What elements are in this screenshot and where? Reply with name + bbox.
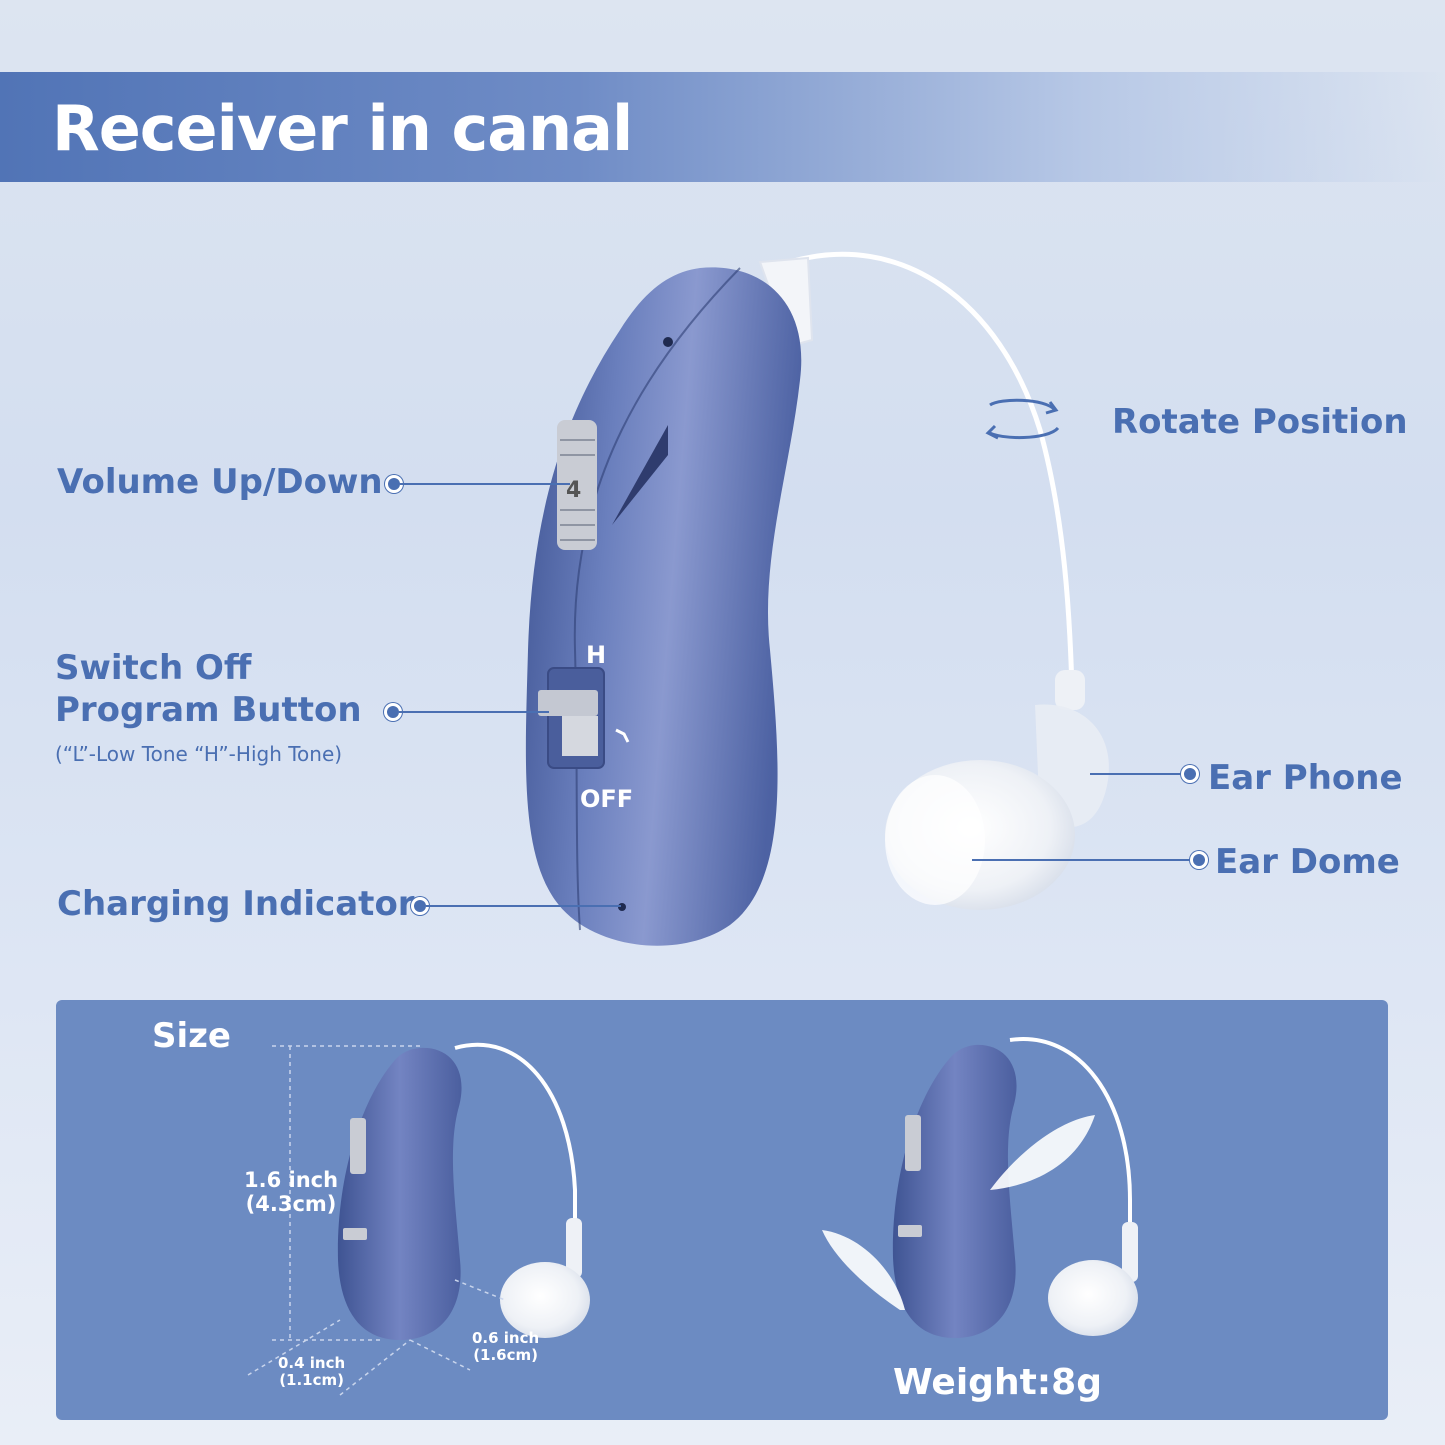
switch-note: (“L”-Low Tone “H”-High Tone) — [55, 742, 343, 766]
switch-leader — [399, 711, 549, 713]
receiver-tube — [789, 251, 1075, 691]
ear-phone-leader — [1090, 773, 1185, 775]
depth-inch: 0.4 inch — [278, 1354, 346, 1372]
volume-label: Volume Up/Down — [57, 462, 383, 502]
depth-cm: (1.1cm) — [279, 1371, 344, 1390]
program-switch — [538, 690, 598, 716]
charging-dot — [414, 900, 426, 912]
width-dimension: 0.6 inch (1.6cm) — [472, 1329, 540, 1365]
switch-label-line1: Switch Off — [55, 648, 252, 688]
header-banner — [0, 72, 1445, 182]
switch-high-label: H — [586, 641, 607, 669]
ear-dome-leader — [972, 859, 1194, 861]
rotate-icon — [985, 398, 1060, 440]
volume-dot — [388, 478, 400, 490]
page-title: Receiver in canal — [52, 92, 633, 165]
width-cm: (1.6cm) — [473, 1346, 538, 1365]
weight-label: Weight:8g — [893, 1362, 1103, 1403]
volume-wheel — [557, 420, 597, 550]
width-inch: 0.6 inch — [472, 1329, 540, 1347]
charging-label: Charging Indicator — [57, 884, 415, 924]
height-cm: (4.3cm) — [245, 1192, 337, 1217]
size-title: Size — [152, 1016, 231, 1056]
switch-label-line2: Program Button — [55, 690, 362, 730]
switch-off-label: OFF — [580, 785, 634, 813]
height-inch: 1.6 inch — [244, 1168, 339, 1192]
charging-leader — [426, 905, 621, 907]
volume-leader — [400, 483, 570, 485]
ear-dome-label: Ear Dome — [1215, 842, 1400, 882]
depth-dimension: 0.4 inch (1.1cm) — [278, 1354, 346, 1390]
rotate-label: Rotate Position — [1112, 402, 1408, 442]
height-dimension: 1.6 inch (4.3cm) — [244, 1168, 338, 1216]
switch-dot — [387, 706, 399, 718]
wheel-number: 4 — [566, 478, 582, 503]
device-body — [525, 267, 802, 946]
ear-phone-label: Ear Phone — [1208, 758, 1403, 798]
ear-phone-dot — [1184, 768, 1196, 780]
ear-phone — [1055, 670, 1085, 710]
ear-dome-dot — [1193, 854, 1205, 866]
